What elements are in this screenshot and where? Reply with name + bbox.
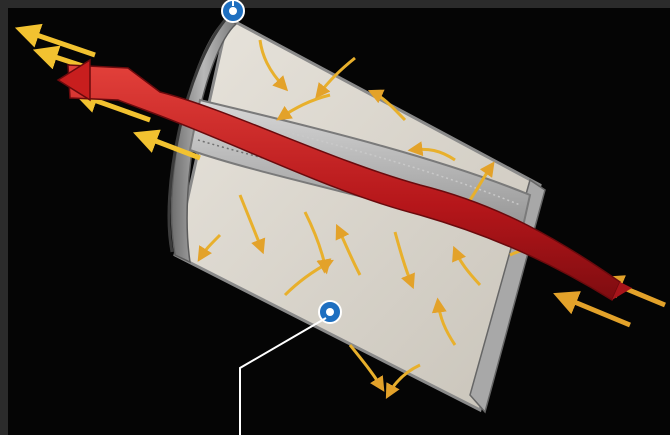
callout-marker-top[interactable] <box>222 0 244 22</box>
callout-leader-line <box>240 318 326 435</box>
